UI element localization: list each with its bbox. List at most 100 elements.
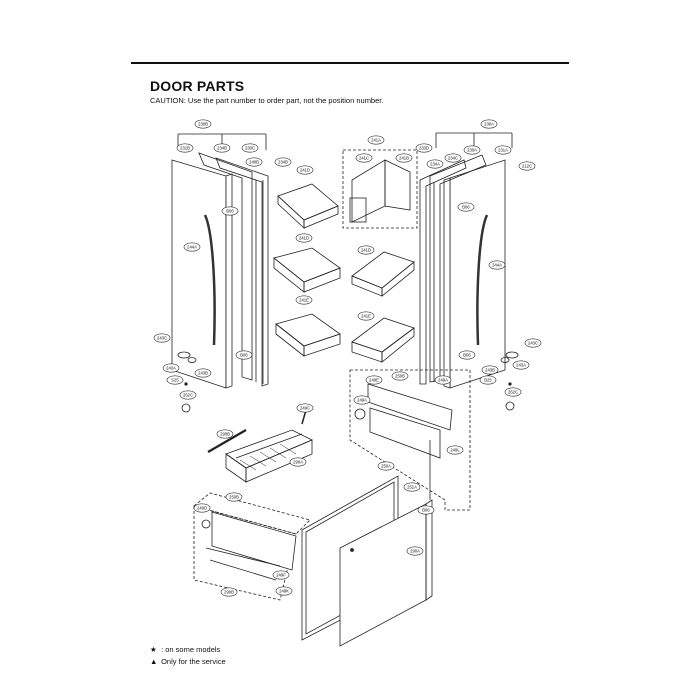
part-callout: B06 bbox=[457, 202, 475, 212]
part-callout: 241A bbox=[367, 135, 385, 145]
part-callout: 290B bbox=[216, 429, 234, 439]
part-callout: 249D bbox=[193, 503, 211, 513]
part-callout-label: 234C bbox=[448, 156, 458, 161]
part-callout-label: 249D bbox=[197, 506, 207, 511]
bin-mid-right bbox=[351, 251, 415, 297]
part-callout: 249L bbox=[446, 445, 464, 455]
part-callout-label: 234B bbox=[278, 160, 288, 165]
part-callout: 243A bbox=[162, 363, 180, 373]
part-callout: 290A bbox=[289, 457, 307, 467]
part-callout-label: 249L bbox=[450, 448, 460, 453]
part-callout: 243B bbox=[481, 365, 499, 375]
part-callout-label: 241E bbox=[361, 314, 371, 319]
part-callout: 244A bbox=[183, 242, 201, 252]
part-callout: 249A bbox=[434, 375, 452, 385]
part-callout-label: 244A bbox=[492, 263, 502, 268]
part-callout-label: 230A bbox=[484, 122, 494, 127]
right-door bbox=[419, 132, 519, 411]
part-callout: B25 bbox=[479, 375, 497, 385]
freezer-basket bbox=[207, 409, 313, 483]
part-callout: S25 bbox=[166, 375, 184, 385]
part-callout-label: B25 bbox=[484, 378, 492, 383]
part-callout: 230C bbox=[241, 143, 259, 153]
part-callout: 249C bbox=[296, 403, 314, 413]
part-callout: 230A bbox=[463, 145, 481, 155]
part-callout-label: 262C bbox=[183, 393, 193, 398]
legend-text: Only for the service bbox=[161, 657, 226, 666]
part-callout: 212C bbox=[518, 161, 536, 171]
legend-text: : on some models bbox=[161, 645, 221, 654]
part-callout-label: 290A bbox=[410, 549, 420, 554]
part-callout: 250A bbox=[377, 461, 395, 471]
part-callout: 249E bbox=[365, 375, 383, 385]
part-callout-label: 233D bbox=[419, 146, 429, 151]
part-callout: 243C bbox=[153, 333, 171, 343]
part-callout: 233D bbox=[415, 143, 433, 153]
part-callout-label: 244A bbox=[187, 245, 197, 250]
part-callout-label: 231A bbox=[498, 148, 508, 153]
part-callout-label: B06 bbox=[240, 353, 248, 358]
ice-bin-assembly bbox=[349, 369, 471, 511]
part-callout: 250B bbox=[391, 371, 409, 381]
part-callout-label: 243B bbox=[198, 371, 208, 376]
part-callout: 249K bbox=[275, 586, 293, 596]
part-callout-label: 241A bbox=[371, 138, 381, 143]
part-callout-label: 241D bbox=[300, 168, 310, 173]
legend-service-only: ▲ Only for the service bbox=[150, 657, 226, 666]
part-callout: 243B bbox=[194, 368, 212, 378]
part-callout: 250B bbox=[225, 492, 243, 502]
part-callout-label: 249E bbox=[369, 378, 379, 383]
part-callout-label: B06 bbox=[462, 205, 470, 210]
part-callout: 231B bbox=[176, 143, 194, 153]
part-callout: 231A bbox=[494, 145, 512, 155]
bin-lower-left bbox=[275, 313, 341, 357]
part-callout-label: B06 bbox=[463, 353, 471, 358]
door-bins bbox=[273, 183, 415, 363]
part-callout-label: 250A bbox=[381, 464, 391, 469]
page-title: DOOR PARTS bbox=[150, 78, 245, 94]
part-callout: 290B bbox=[220, 587, 238, 597]
part-callout: B06 bbox=[458, 350, 476, 360]
part-callout-label: 249A bbox=[357, 398, 367, 403]
part-callout: B06 bbox=[235, 350, 253, 360]
triangle-icon: ▲ bbox=[150, 657, 158, 666]
part-callout: 241E bbox=[295, 295, 313, 305]
left-door bbox=[171, 133, 269, 413]
part-callout: 290A bbox=[406, 546, 424, 556]
part-callout-label: 234A bbox=[430, 162, 440, 167]
part-callout: 234C bbox=[444, 153, 462, 163]
part-callout-label: 243B bbox=[485, 368, 495, 373]
part-callout: 241E bbox=[357, 311, 375, 321]
part-callout: 262C bbox=[179, 390, 197, 400]
dispenser-bin bbox=[342, 149, 418, 229]
part-callout-label: 251A bbox=[407, 485, 417, 490]
part-callout-label: 230C bbox=[245, 146, 255, 151]
part-callout: 244A bbox=[488, 260, 506, 270]
part-callout: 249A bbox=[353, 395, 371, 405]
legend-some-models: ★ : on some models bbox=[150, 645, 220, 654]
part-callout: 241B bbox=[395, 153, 413, 163]
part-callout-label: 262C bbox=[508, 390, 518, 395]
part-callout-label: 250B bbox=[395, 374, 405, 379]
part-callout-label: 241E bbox=[299, 298, 309, 303]
part-callout: 249F bbox=[272, 570, 290, 580]
part-callout-label: 241D bbox=[299, 236, 309, 241]
part-callout: 241D bbox=[295, 233, 313, 243]
part-callout-label: B06 bbox=[226, 209, 234, 214]
part-callout: 234B bbox=[274, 157, 292, 167]
part-callout-label: 212C bbox=[522, 164, 532, 169]
caution-note: CAUTION: Use the part number to order pa… bbox=[150, 96, 384, 105]
part-callout: B06 bbox=[221, 206, 239, 216]
part-callout-label: 243A bbox=[516, 363, 526, 368]
part-callout: 234B bbox=[213, 143, 231, 153]
part-callout: 240B bbox=[245, 157, 263, 167]
part-callout: 243C bbox=[524, 338, 542, 348]
part-callout-label: 249C bbox=[300, 406, 310, 411]
part-callout: 243A bbox=[512, 360, 530, 370]
part-callout: 241C bbox=[355, 153, 373, 163]
part-callout: 230B bbox=[194, 119, 212, 129]
part-callout-label: 290B bbox=[224, 590, 234, 595]
part-callout-label: 234B bbox=[217, 146, 227, 151]
header-rule bbox=[131, 62, 569, 64]
